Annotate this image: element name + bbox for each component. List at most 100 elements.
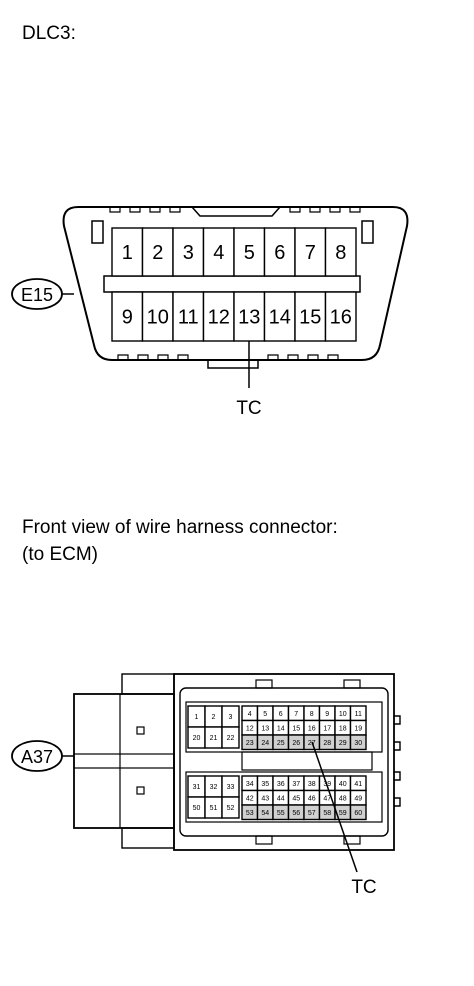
ecm-pin-60-cell — [349, 804, 367, 821]
dlc3-pin-15: 15 — [294, 291, 327, 342]
ecm-pin-5-number: 5 — [263, 711, 267, 718]
ecm-pin-8: 8 — [303, 705, 321, 722]
ecm-pin-49-number: 49 — [354, 795, 362, 802]
ecm-pin-17-number: 17 — [323, 725, 331, 732]
ecm-pin-55-number: 55 — [277, 810, 285, 817]
ecm-code-text: A37 — [21, 747, 53, 767]
dlc3-pin-5-number: 5 — [244, 242, 255, 264]
ecm-pin-28: 28 — [318, 734, 336, 751]
ecm-top-tab-right — [343, 679, 361, 689]
ecm-pin-3: 3 — [221, 705, 240, 728]
dlc3-pin-4-cell — [202, 227, 235, 277]
ecm-pin-19-number: 19 — [354, 725, 362, 732]
ecm-pin-50: 50 — [187, 796, 206, 819]
ecm-bottom-tab-left — [255, 835, 273, 845]
dlc3-pin-4-number: 4 — [213, 242, 224, 264]
ecm-pin-15-number: 15 — [292, 725, 300, 732]
ecm-pin-43-number: 43 — [261, 795, 269, 802]
dlc3-pin-10: 10 — [141, 291, 174, 342]
ecm-pin-19: 19 — [349, 719, 367, 736]
ecm-pin-28-number: 28 — [323, 740, 331, 747]
ecm-pin-60: 60 — [349, 804, 367, 821]
ecm-pin-26: 26 — [287, 734, 305, 751]
ecm-pin-22-number: 22 — [227, 735, 235, 742]
dlc3-code-text: E15 — [21, 285, 53, 305]
ecm-pin-55: 55 — [272, 804, 290, 821]
ecm-pin-36-number: 36 — [277, 781, 285, 788]
ecm-pin-31: 31 — [187, 775, 206, 798]
ecm-tc-leader — [311, 741, 358, 873]
ecm-pin-44: 44 — [272, 789, 290, 806]
dlc3-pin-8-cell — [324, 227, 357, 277]
ecm-pin-13: 13 — [256, 719, 274, 736]
ecm-pin-8-number: 8 — [310, 711, 314, 718]
ecm-pin-1-number: 1 — [195, 714, 199, 721]
dlc3-pin-13: 13 — [233, 291, 266, 342]
ecm-pin-35-number: 35 — [261, 781, 269, 788]
dlc3-pin-11: 11 — [172, 291, 205, 342]
dlc3-pin-12-number: 12 — [208, 307, 230, 329]
ecm-pin-33: 33 — [221, 775, 240, 798]
dlc3-pin-3-number: 3 — [183, 242, 194, 264]
ecm-pin-60-number: 60 — [354, 810, 362, 817]
ecm-pin-11: 11 — [349, 705, 367, 722]
ecm-pin-50-number: 50 — [193, 805, 201, 812]
ecm-pin-25-number: 25 — [277, 740, 285, 747]
dlc3-top-key — [191, 206, 281, 217]
dlc3-body-outline — [62, 206, 409, 361]
ecm-pin-58: 58 — [318, 804, 336, 821]
ecm-pin-14: 14 — [272, 719, 290, 736]
dlc3-pin-2: 2 — [141, 227, 174, 277]
ecm-pin-44-number: 44 — [277, 795, 285, 802]
dlc3-pin-6-number: 6 — [274, 242, 285, 264]
dlc3-pin-10-number: 10 — [147, 307, 169, 329]
dlc3-pin-12: 12 — [202, 291, 235, 342]
ecm-pin-9-number: 9 — [325, 711, 329, 718]
dlc3-pin-14: 14 — [263, 291, 296, 342]
ecm-bottom-tab-right — [343, 835, 361, 845]
dlc3-pin-11-number: 11 — [178, 307, 199, 329]
ecm-pin-30-number: 30 — [354, 740, 362, 747]
ecm-pin-54: 54 — [256, 804, 274, 821]
ecm-plug-bottom-tab — [121, 827, 175, 849]
ecm-right-latches — [394, 715, 401, 807]
ecm-pin-17: 17 — [318, 719, 336, 736]
ecm-pin-20: 20 — [187, 726, 206, 749]
ecm-pin-10-number: 10 — [339, 711, 347, 718]
ecm-pin-57-number: 57 — [308, 810, 316, 817]
ecm-pin-22: 22 — [221, 726, 240, 749]
dlc3-bottom-latch — [207, 359, 259, 369]
ecm-pin-38: 38 — [303, 775, 321, 792]
dlc3-pin-15-cell — [294, 291, 327, 342]
ecm-pin-18: 18 — [334, 719, 352, 736]
ecm-pin-24: 24 — [256, 734, 274, 751]
ecm-pin-47-number: 47 — [323, 795, 331, 802]
ecm-pin-52-cell — [221, 796, 240, 819]
ecm-top-tab-left — [255, 679, 273, 689]
dlc3-pin-1-cell — [111, 227, 144, 277]
ecm-pin-54-number: 54 — [261, 810, 269, 817]
ecm-plug-housing — [73, 693, 175, 829]
ecm-tc-label: TC — [351, 877, 376, 898]
ecm-pin-46-number: 46 — [308, 795, 316, 802]
ecm-pin-23: 23 — [241, 734, 259, 751]
ecm-pin-35: 35 — [256, 775, 274, 792]
ecm-pin-57: 57 — [303, 804, 321, 821]
dlc3-pin-2-cell — [141, 227, 174, 277]
ecm-pin-42-number: 42 — [246, 795, 254, 802]
ecm-pin-23-number: 23 — [246, 740, 254, 747]
ecm-pin-38-number: 38 — [308, 781, 316, 788]
dlc3-right-slot — [361, 220, 374, 244]
ecm-pin-41: 41 — [349, 775, 367, 792]
ecm-pin-30: 30 — [349, 734, 367, 751]
ecm-pin-9: 9 — [318, 705, 336, 722]
ecm-pin-56: 56 — [287, 804, 305, 821]
ecm-pin-18-number: 18 — [339, 725, 347, 732]
ecm-pin-46: 46 — [303, 789, 321, 806]
ecm-pin-48-number: 48 — [339, 795, 347, 802]
dlc3-pin-5: 5 — [233, 227, 266, 277]
dlc3-pin-16-number: 16 — [330, 307, 352, 329]
ecm-pin-31-number: 31 — [193, 784, 201, 791]
dlc3-pin-7-cell — [294, 227, 327, 277]
